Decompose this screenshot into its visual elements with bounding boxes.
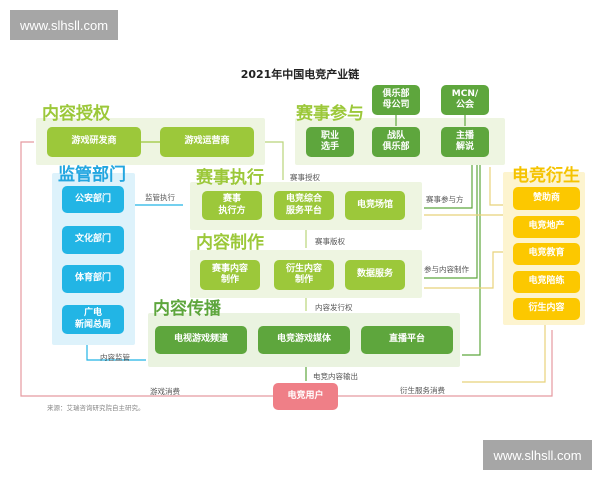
esports-realestate-box: 电竞地产 [513, 216, 580, 238]
esports-coaching-box: 电竞陪练 [513, 271, 580, 293]
event-executor-box: 赛事 执行方 [202, 191, 262, 220]
derivative-content-box: 衍生内容 [513, 298, 580, 320]
service-platform-box: 电竞综合 服务平台 [274, 191, 334, 220]
arrow-event-license [265, 141, 284, 180]
label-regulate-exec: 监管执行 [145, 193, 175, 202]
execution-heading: 赛事执行 [196, 168, 264, 188]
arrow-content-regulation [86, 345, 146, 361]
esports-education-box: 电竞教育 [513, 243, 580, 265]
derivatives-heading: 电竞衍生 [512, 166, 580, 186]
pro-player-box: 职业 选手 [306, 127, 354, 157]
event-content-box: 赛事内容 制作 [200, 260, 260, 290]
arrow-sponsor-participation [489, 167, 503, 206]
regulators-heading: 监管部门 [58, 165, 126, 185]
esports-media-box: 电竞游戏媒体 [258, 326, 350, 354]
culture-dept-box: 文化部门 [62, 226, 124, 254]
sarft-box: 广电 新闻总局 [62, 305, 124, 334]
public-security-box: 公安部门 [62, 186, 124, 213]
label-event-license: 赛事授权 [290, 173, 320, 182]
arrow-to-live [462, 165, 481, 356]
tv-game-channel-box: 电视游戏频道 [155, 326, 247, 354]
club-parent-box: 俱乐部 母公司 [372, 85, 420, 115]
label-content-output: 电竞内容输出 [313, 372, 358, 381]
game-operator-box: 游戏运营商 [160, 127, 254, 157]
esports-venue-box: 电竞场馆 [345, 191, 405, 220]
participation-heading: 赛事参与 [296, 104, 364, 124]
arrow-join-production [424, 165, 478, 279]
distribution-heading: 内容传播 [153, 299, 221, 319]
data-service-box: 数据服务 [345, 260, 405, 290]
label-participants: 赛事参与方 [426, 195, 464, 204]
live-platform-box: 直播平台 [361, 326, 453, 354]
arrow-derivative-production [424, 251, 503, 289]
label-event-copyright: 赛事版权 [315, 237, 345, 246]
label-game-consumption: 游戏消费 [150, 387, 180, 396]
team-club-box: 战队 俱乐部 [372, 127, 420, 157]
sponsor-box: 赞助商 [513, 187, 580, 210]
label-distribution-right: 内容发行权 [315, 303, 353, 312]
label-join-production: 参与内容制作 [424, 265, 469, 274]
arrow-game-consumption [20, 141, 273, 397]
derivative-content-production-box: 衍生内容 制作 [274, 260, 334, 290]
esports-user-box: 电竞用户 [273, 383, 338, 410]
production-heading: 内容制作 [196, 233, 264, 253]
source-note: 来源：艾瑞咨询研究院自主研究。 [47, 404, 145, 412]
arrow-derivative-distribution [462, 325, 546, 383]
watermark-top: www.slhsll.com [10, 10, 118, 40]
watermark-bottom: www.slhsll.com [483, 440, 592, 470]
arrow-participants [424, 165, 473, 209]
sports-dept-box: 体育部门 [62, 265, 124, 293]
streamer-commentator-box: 主播 解说 [441, 127, 489, 157]
arrow-derivative-consumption [338, 330, 553, 397]
diagram-title: 2021年中国电竞产业链 [240, 68, 360, 81]
game-developer-box: 游戏研发商 [47, 127, 141, 157]
label-content-regulation: 内容监管 [100, 353, 130, 362]
label-derivative-consumption: 衍生服务消费 [400, 386, 445, 395]
content-license-heading: 内容授权 [42, 104, 110, 124]
mcn-guild-box: MCN/ 公会 [441, 85, 489, 115]
